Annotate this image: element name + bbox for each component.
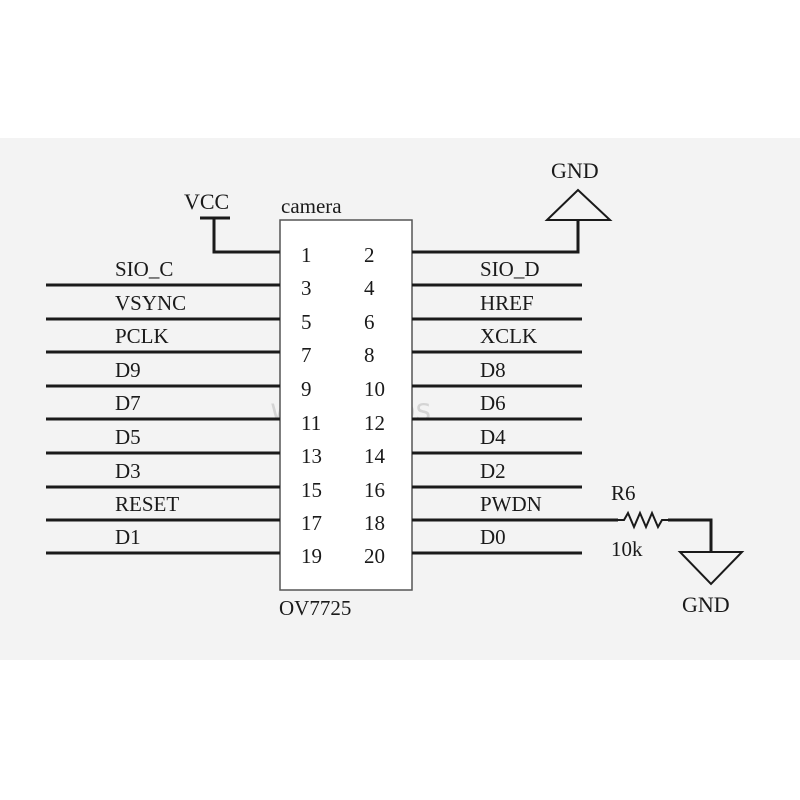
pin-number: 7 <box>301 343 312 367</box>
signal-label-right: SIO_D <box>480 257 540 281</box>
pin-number: 9 <box>301 377 312 401</box>
pin-number: 20 <box>364 544 385 568</box>
pin-number: 2 <box>364 243 375 267</box>
pin-number: 3 <box>301 276 312 300</box>
signal-label-left: PCLK <box>115 324 169 348</box>
pin-number: 5 <box>301 310 312 334</box>
right-wires <box>412 283 618 555</box>
vcc-label: VCC <box>184 189 229 214</box>
signal-label-left: RESET <box>115 492 179 516</box>
right-signal-labels: SIO_D HREF XCLK D8 D6 D4 D2 PWDN D0 <box>480 257 542 549</box>
signal-label-left: D7 <box>115 391 141 415</box>
pin-number: 1 <box>301 243 312 267</box>
pin-number: 6 <box>364 310 375 334</box>
gnd-top-symbol <box>544 188 613 221</box>
pin-number: 15 <box>301 478 322 502</box>
signal-label-left: D9 <box>115 358 141 382</box>
signal-label-left: D5 <box>115 425 141 449</box>
resistor-ref: R6 <box>611 481 636 505</box>
gnd-bottom-symbol <box>677 551 745 586</box>
part-number: OV7725 <box>279 596 351 620</box>
left-signal-labels: SIO_C VSYNC PCLK D9 D7 D5 D3 RESET D1 <box>115 257 186 549</box>
pin-number: 16 <box>364 478 385 502</box>
signal-label-left: VSYNC <box>115 291 186 315</box>
pin-number: 14 <box>364 444 386 468</box>
gnd-bottom-label: GND <box>682 592 730 617</box>
pin-number: 11 <box>301 411 321 435</box>
signal-label-left: SIO_C <box>115 257 173 281</box>
pin-number: 8 <box>364 343 375 367</box>
pin-number: 19 <box>301 544 322 568</box>
left-wires <box>46 283 280 555</box>
vcc-wire <box>212 218 280 254</box>
pin-number: 13 <box>301 444 322 468</box>
pin-numbers-left: 1 3 5 7 9 11 13 15 17 19 <box>301 243 322 568</box>
gnd-top-wire <box>412 220 580 254</box>
resistor-value: 10k <box>611 537 643 561</box>
pin-numbers-right: 2 4 6 8 10 12 14 16 18 20 <box>364 243 386 568</box>
pin-number: 12 <box>364 411 385 435</box>
resistor-ground-wire <box>668 518 713 552</box>
signal-label-right: XCLK <box>480 324 537 348</box>
pin-number: 4 <box>364 276 375 300</box>
connector-title: camera <box>281 194 342 218</box>
resistor-symbol <box>618 510 668 530</box>
signal-label-right: D6 <box>480 391 506 415</box>
signal-label-right: D2 <box>480 459 506 483</box>
pin-number: 17 <box>301 511 322 535</box>
signal-label-right: D0 <box>480 525 506 549</box>
pin-number: 10 <box>364 377 385 401</box>
signal-label-right: HREF <box>480 291 534 315</box>
pin-number: 18 <box>364 511 385 535</box>
signal-label-right: PWDN <box>480 492 542 516</box>
gnd-top-label: GND <box>551 158 599 183</box>
signal-label-left: D3 <box>115 459 141 483</box>
signal-label-right: D4 <box>480 425 506 449</box>
signal-label-left: D1 <box>115 525 141 549</box>
signal-label-right: D8 <box>480 358 506 382</box>
connector-body <box>279 219 413 591</box>
